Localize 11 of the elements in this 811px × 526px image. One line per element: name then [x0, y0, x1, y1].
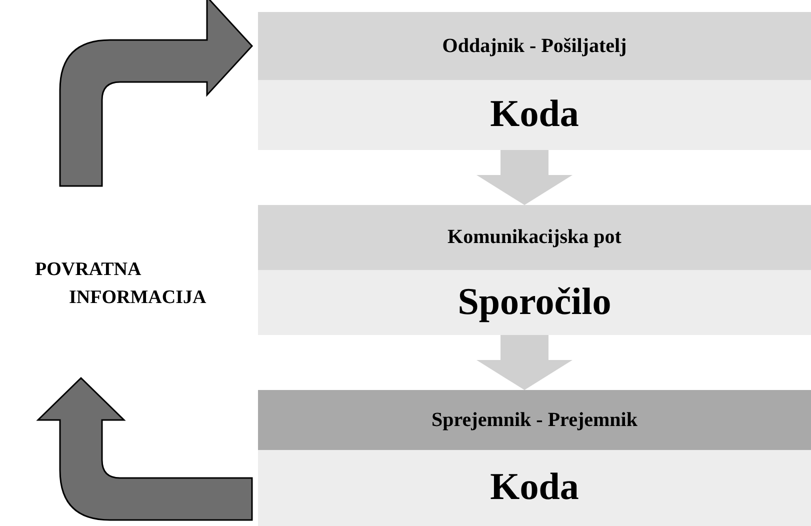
band: Sporočilo [258, 270, 811, 335]
down-arrow [476, 335, 572, 390]
curved-arrow [59, 0, 253, 187]
feedback-label: POVRATNA INFORMACIJA [10, 190, 250, 378]
curved-arrow [37, 377, 253, 521]
band: Oddajnik - Pošiljatelj [258, 12, 811, 80]
band: Koda [258, 80, 811, 150]
band: Koda [258, 450, 811, 526]
down-arrow [476, 150, 572, 205]
band: Komunikacijska pot [258, 205, 811, 270]
band: Sprejemnik - Prejemnik [258, 390, 811, 450]
